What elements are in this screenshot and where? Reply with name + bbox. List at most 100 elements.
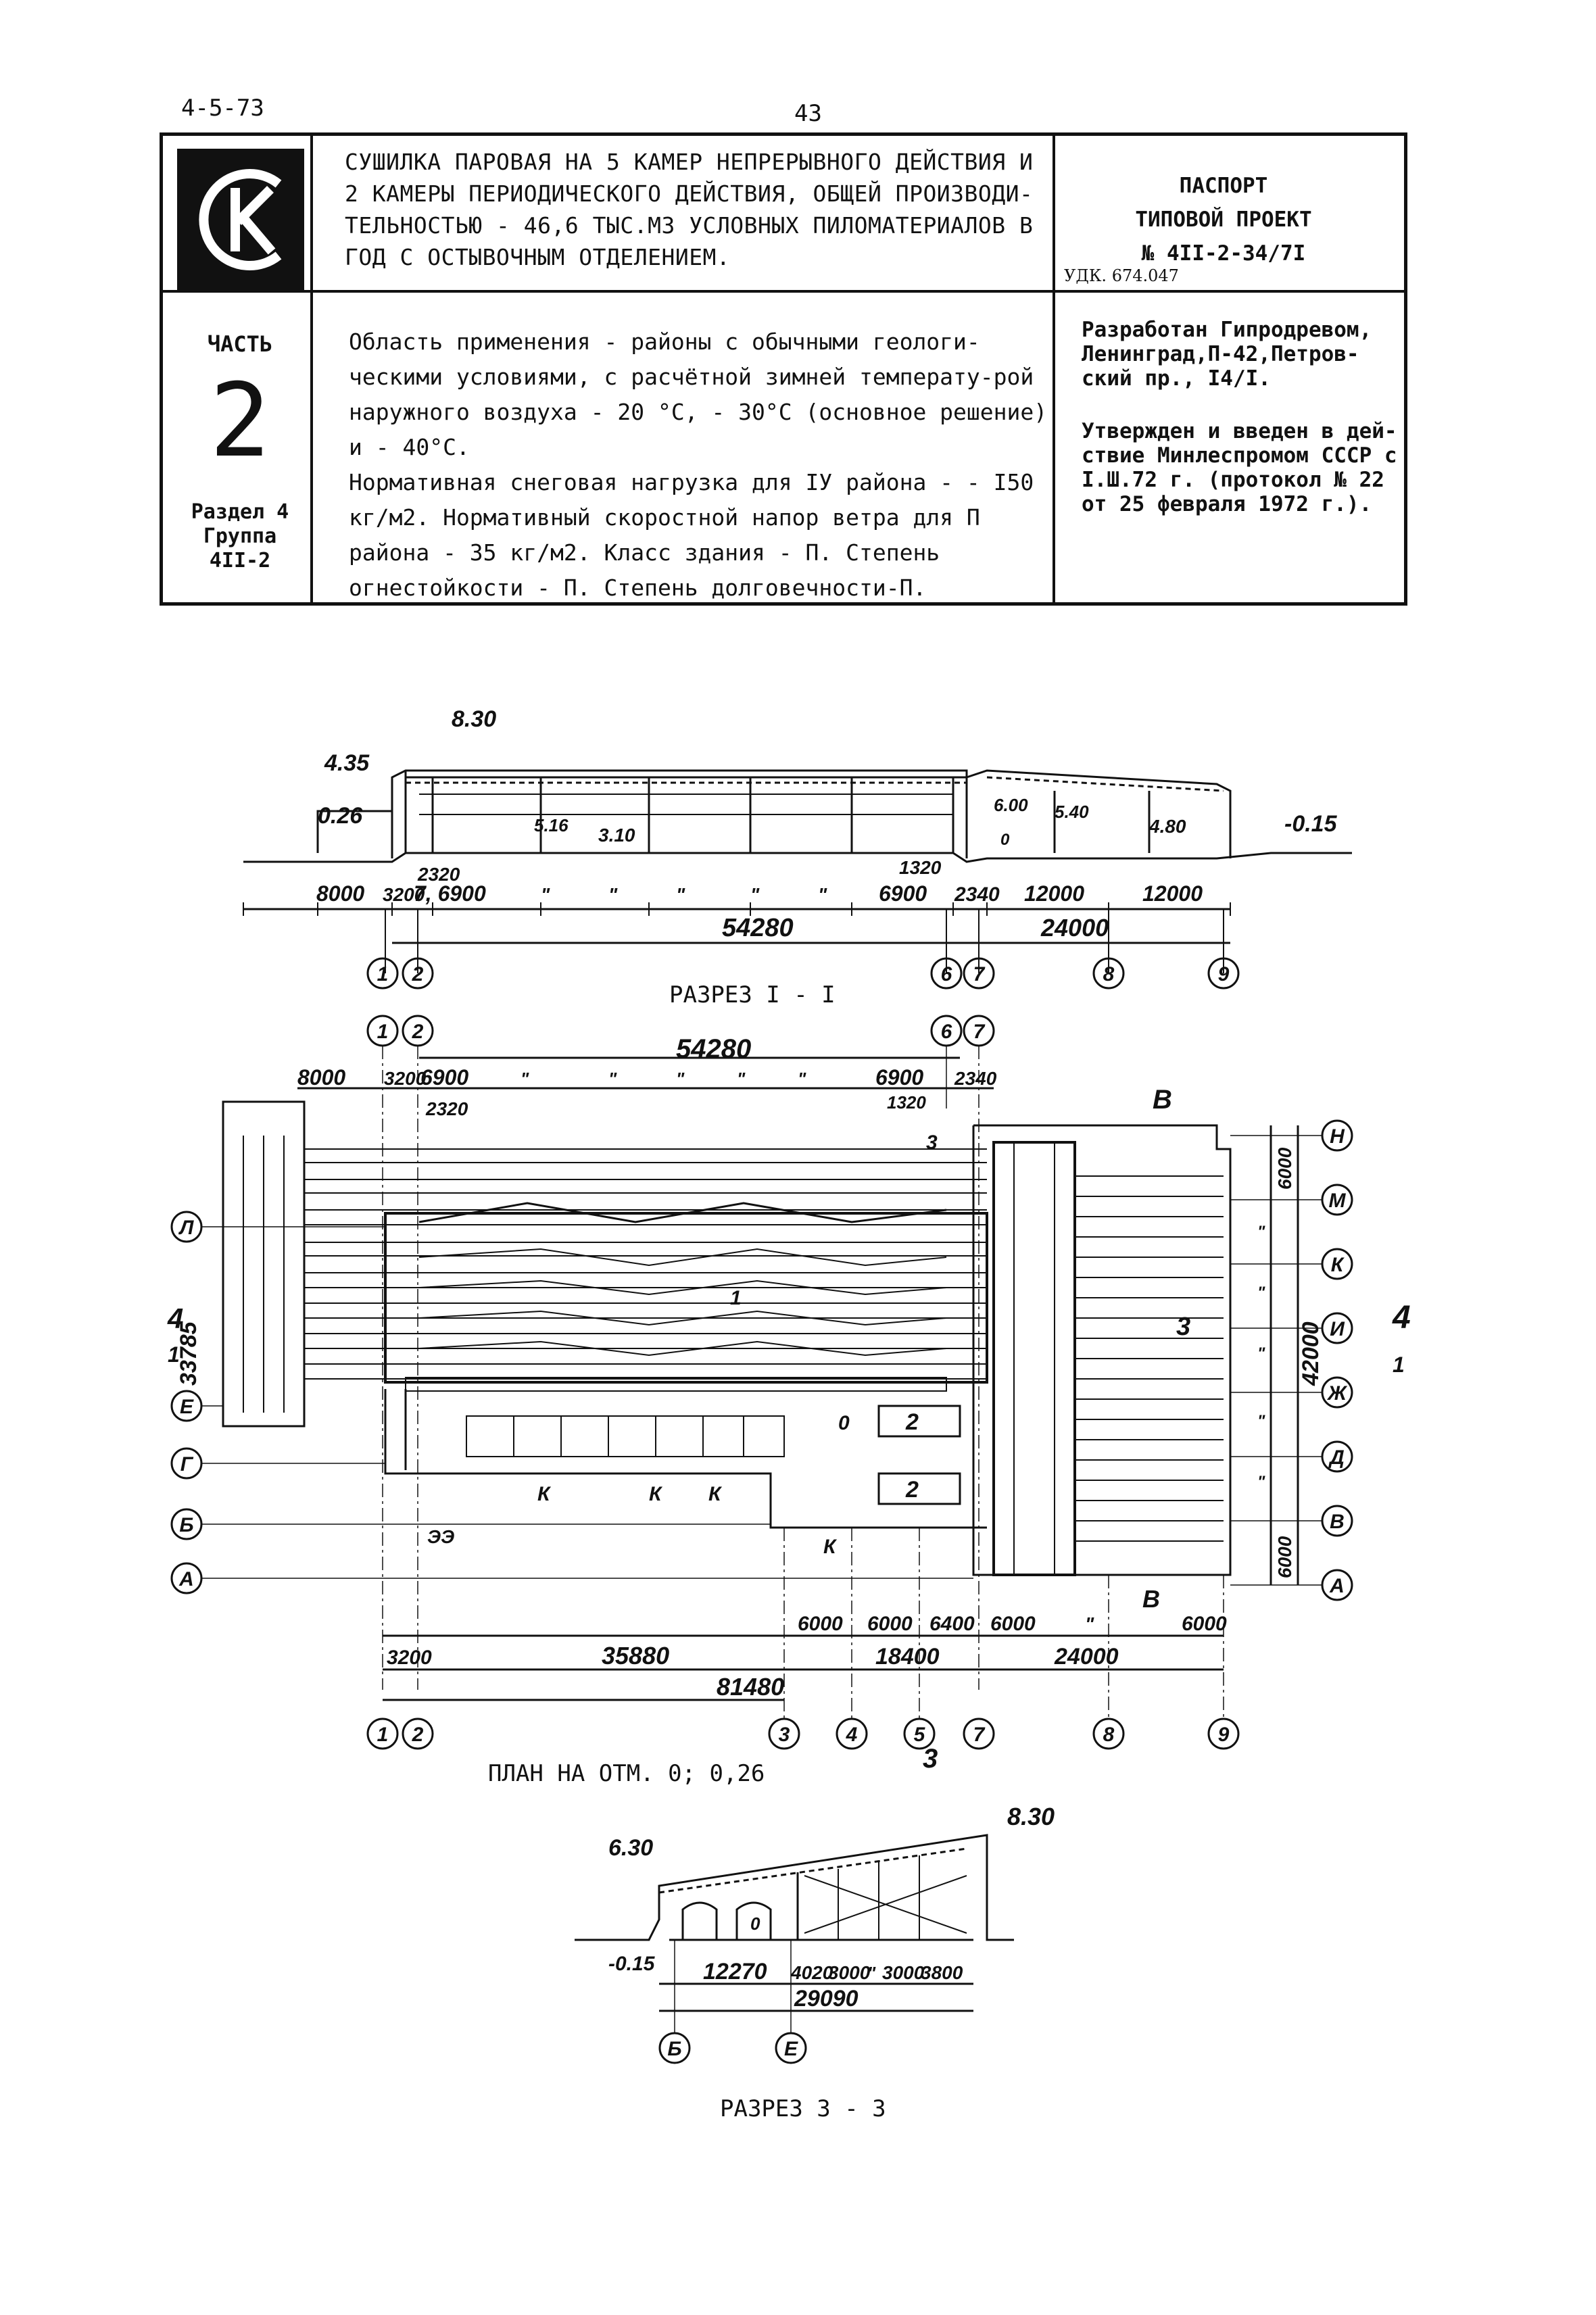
dim-label: "	[541, 884, 550, 905]
project-type-label: ТИПОВОЙ ПРОЕКТ	[1135, 208, 1312, 232]
elev-label: -0.15	[608, 1953, 656, 1975]
dim-label: 1320	[887, 1092, 926, 1113]
dim-label: 2340	[954, 883, 1000, 906]
logo	[177, 149, 304, 291]
dim-label: 3200	[384, 1068, 427, 1089]
axis-label: Г	[180, 1453, 194, 1476]
dim-label: 8000	[316, 881, 364, 906]
dim-label: "	[1257, 1473, 1265, 1491]
plan-label: К	[537, 1483, 552, 1505]
dim-label: 81480	[717, 1673, 784, 1701]
elev-label: 4.80	[1148, 816, 1186, 837]
plan-label: В	[1142, 1585, 1160, 1613]
scope-paragraph-2: Нормативная снеговая нагрузка для IУ рай…	[349, 469, 1034, 601]
dim-label: 18400	[875, 1644, 940, 1670]
dim-label: 6900	[420, 1065, 468, 1090]
dim-label: 6000	[1182, 1613, 1227, 1635]
dim-label: 6000	[1274, 1147, 1295, 1190]
dim-label: 12000	[1024, 881, 1084, 906]
plan-caption: ПЛАН НА ОТМ. 0; 0,26	[488, 1760, 765, 1787]
axis-label: 5	[914, 1724, 926, 1746]
axis-label: А	[1329, 1575, 1345, 1597]
scope-paragraph-1: Область применения - районы с обычными г…	[349, 328, 1048, 460]
elev-label: -0.15	[1284, 811, 1338, 837]
document-code: 4-5-73	[181, 95, 264, 122]
axis-label: 6	[941, 963, 952, 985]
developer-text: Разработан Гипродревом, Ленинград,П-42,П…	[1082, 318, 1372, 391]
dim-label: 1320	[899, 857, 942, 878]
dim-label: "	[737, 1069, 746, 1089]
axis-label: 2	[412, 1021, 424, 1043]
dim-label: "	[1257, 1412, 1265, 1430]
dim-label: 6000	[867, 1613, 913, 1635]
title-block-frame	[160, 132, 1407, 606]
dim-label: 12270	[703, 1959, 767, 1984]
udk-code: УДК. 674.047	[1064, 266, 1179, 285]
plan-label: ЭЭ	[427, 1526, 454, 1547]
plan-label: 1	[730, 1287, 742, 1309]
axis-label: 7	[973, 963, 986, 985]
axis-label: 9	[1218, 963, 1230, 985]
axis-label: А	[178, 1568, 194, 1590]
axis-label: 7	[973, 1724, 986, 1746]
dim-label: 2320	[417, 864, 460, 885]
dim-label: 33785	[176, 1321, 201, 1386]
axis-label: В	[1330, 1511, 1345, 1533]
dim-label: 12000	[1142, 881, 1203, 906]
axis-label: М	[1329, 1190, 1347, 1212]
plan-label: В	[1153, 1085, 1172, 1115]
dim-label: "	[818, 884, 827, 905]
page-number: 43	[794, 100, 822, 127]
drawings-svg: 8.30 4.35 0.26 5.16 3.10 6.00 5.40 4.80 …	[167, 706, 1411, 2064]
plan-label: 0	[838, 1412, 850, 1434]
section-1-drawing	[243, 769, 1352, 990]
axis-label: Н	[1330, 1125, 1345, 1148]
axis-label: 1	[377, 1724, 389, 1746]
plan-label: 4	[167, 1302, 183, 1334]
dim-label: 6400	[929, 1613, 975, 1635]
axis-label: Ж	[1326, 1382, 1348, 1405]
dim-label: 2340	[954, 1068, 997, 1089]
dim-label: "	[608, 1069, 617, 1089]
plan-label: 2	[905, 1409, 919, 1435]
dim-label: 6900	[875, 1065, 923, 1090]
group-label: Группа	[203, 525, 277, 548]
plan-drawing	[170, 1015, 1353, 1750]
dim-label: 6000	[990, 1613, 1036, 1635]
axis-label: 2	[412, 963, 424, 985]
dim-label: 6000	[798, 1613, 843, 1635]
elev-label: 8.30	[452, 706, 496, 732]
axis-label: 6	[941, 1021, 952, 1043]
elev-label: 0.26	[318, 803, 363, 829]
axis-label: Е	[180, 1396, 194, 1418]
axis-label: 3	[779, 1724, 790, 1746]
section-label: Раздел 4	[191, 500, 289, 524]
elev-label: 8.30	[1007, 1803, 1055, 1830]
dim-label: 3200	[383, 884, 425, 905]
axis-label: 2	[412, 1724, 424, 1746]
part-number: 2	[209, 362, 271, 480]
axis-label: 8	[1103, 1724, 1115, 1746]
dim-label: "	[867, 1963, 876, 1983]
plan-label: 1	[168, 1342, 180, 1367]
axis-label: Б	[667, 2038, 681, 2060]
dim-label: "	[1257, 1284, 1265, 1302]
dim-label: 3800	[921, 1962, 963, 1983]
project-title: СУШИЛКА ПАРОВАЯ НА 5 КАМЕР НЕПРЕРЫВНОГО …	[345, 149, 1034, 270]
dim-label: "	[1257, 1223, 1265, 1241]
plan-label: 3	[926, 1131, 938, 1154]
dim-label: 3000	[882, 1962, 925, 1983]
elev-label: 6.00	[994, 795, 1028, 815]
section-group: Раздел 4 Группа 4II-2	[169, 500, 311, 573]
axis-label: 1	[377, 1021, 389, 1043]
section-3-drawing	[575, 1834, 1014, 2064]
dim-label: 3200	[387, 1647, 432, 1669]
plan-label: 4	[1392, 1300, 1411, 1336]
dim-label: "	[676, 1069, 685, 1089]
dim-label: "	[521, 1069, 529, 1089]
project-number: № 4II-2-34/7I	[1141, 241, 1306, 266]
axis-label: Б	[179, 1514, 193, 1536]
passport-label: ПАСПОРТ	[1179, 174, 1268, 198]
passport-block: ПАСПОРТ ТИПОВОЙ ПРОЕКТ № 4II-2-34/7I	[1055, 169, 1393, 270]
dim-label: 3000	[828, 1962, 871, 1983]
